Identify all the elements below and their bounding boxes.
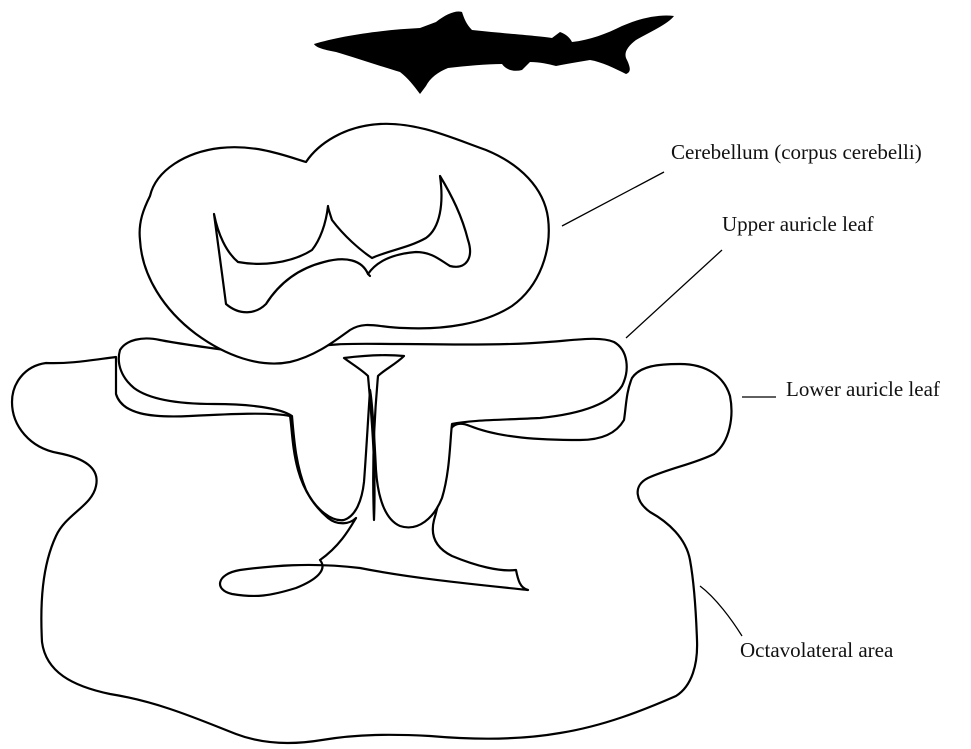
leader-line-upper-auricle	[626, 250, 722, 338]
leader-line-cerebellum	[562, 172, 664, 226]
label-upper-auricle-leaf: Upper auricle leaf	[722, 212, 874, 236]
cerebellum-outline	[140, 124, 549, 364]
shark-silhouette-icon	[314, 11, 674, 94]
leader-line-octavolateral	[700, 586, 742, 636]
cerebellum-midline	[368, 274, 370, 276]
label-cerebellum: Cerebellum (corpus cerebelli)	[671, 140, 922, 164]
label-octavolateral-area: Octavolateral area	[740, 638, 894, 662]
label-lower-auricle-leaf: Lower auricle leaf	[786, 377, 940, 401]
